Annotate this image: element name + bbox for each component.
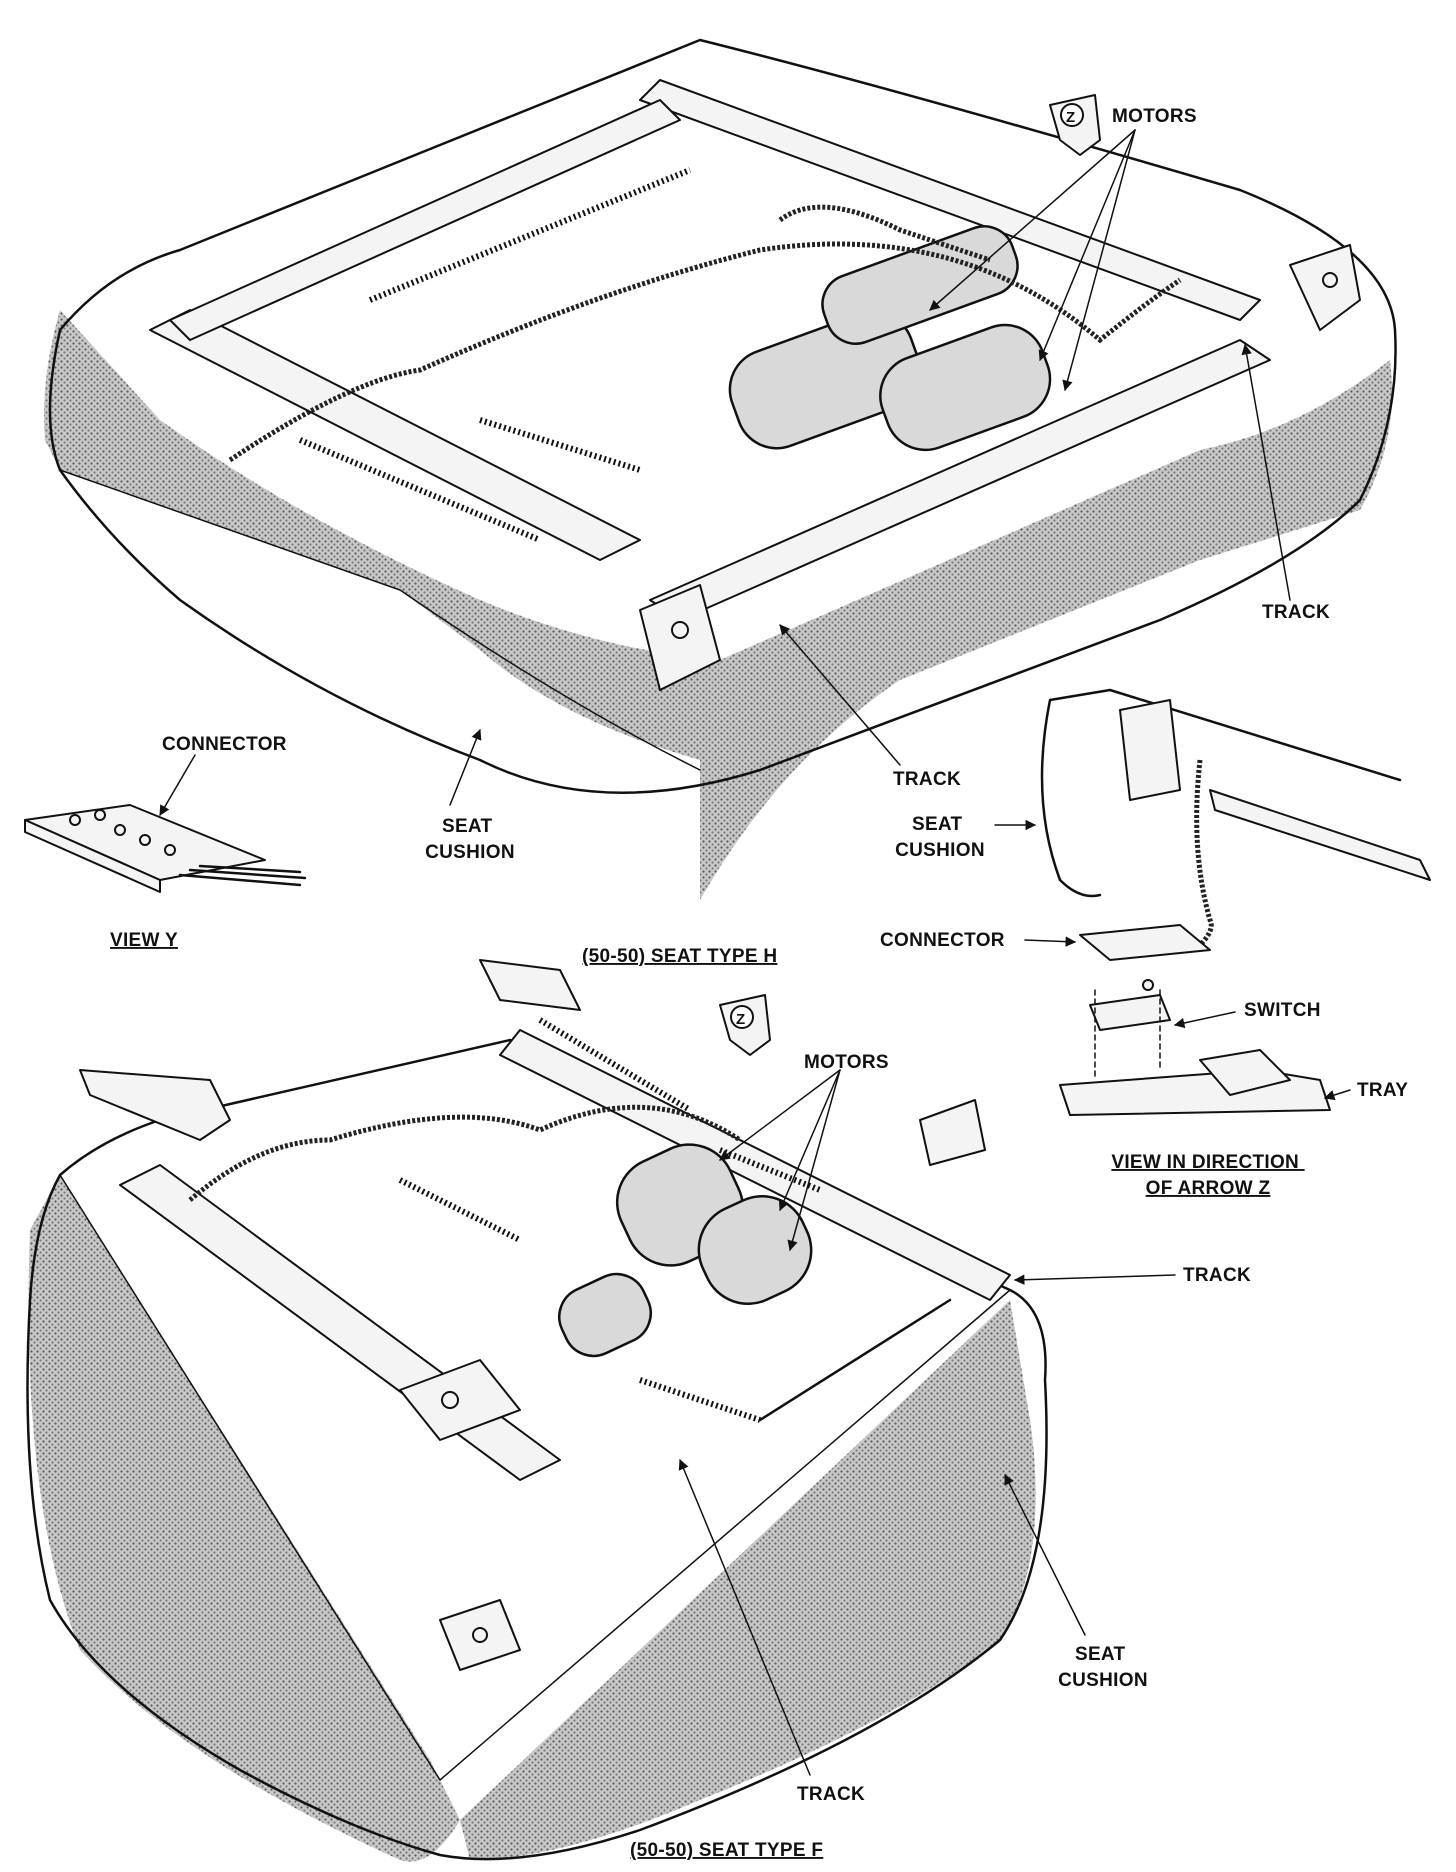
label-seat-cushion-top: SEAT CUSHION bbox=[425, 816, 515, 863]
seat-cushion-bottom-shading bbox=[28, 1175, 461, 1862]
diagram-captions: VIEW Y (50-50) SEAT TYPE H VIEW IN DIREC… bbox=[110, 930, 1304, 1861]
seat-cushion-side-view bbox=[1040, 688, 1402, 898]
seat-cushion-top-shading bbox=[44, 310, 1392, 900]
label-track-bottom-right: TRACK bbox=[1183, 1265, 1251, 1286]
view-arrow-z-illustration bbox=[1040, 688, 1431, 1116]
seat-type-f-illustration bbox=[26, 959, 1048, 1862]
caption-seat-type-f: (50-50) SEAT TYPE F bbox=[630, 1840, 823, 1861]
motors-bottom-group bbox=[558, 1143, 813, 1358]
label-connector-right: CONNECTOR bbox=[880, 930, 1005, 951]
caption-view-arrow-z-line1: VIEW IN DIRECTION bbox=[1111, 1152, 1299, 1173]
seat-bracket-top-right bbox=[1289, 244, 1361, 331]
label-motors-bottom: MOTORS bbox=[804, 1052, 889, 1073]
label-track-top-center: TRACK bbox=[893, 769, 961, 790]
motors-top-group bbox=[728, 225, 1052, 452]
label-seat-cushion-right: SEAT CUSHION bbox=[895, 814, 985, 861]
label-seat-cushion-top-line2: CUSHION bbox=[425, 842, 515, 863]
label-seat-cushion-top-line1: SEAT bbox=[442, 816, 493, 837]
svg-text:Z: Z bbox=[1066, 109, 1075, 126]
arrow-z-icon-top: Z bbox=[1049, 94, 1101, 156]
label-track-top-right: TRACK bbox=[1262, 602, 1330, 623]
seat-cushion-top-outline bbox=[48, 38, 1397, 794]
tray-illustration bbox=[1059, 1069, 1331, 1116]
svg-text:Z: Z bbox=[736, 1011, 745, 1028]
seat-frame-rail-back bbox=[639, 79, 1261, 321]
view-y-illustration bbox=[24, 804, 307, 893]
diagram-labels: MOTORS TRACK TRACK CONNECTOR SEAT CUSHIO… bbox=[162, 106, 1408, 1805]
connector-side-view bbox=[1079, 924, 1211, 961]
label-seat-cushion-bottom-line2: CUSHION bbox=[1058, 1670, 1148, 1691]
label-seat-cushion-bottom: SEAT CUSHION bbox=[1058, 1644, 1148, 1691]
wire-harness-bottom bbox=[188, 1104, 742, 1202]
caption-seat-type-h: (50-50) SEAT TYPE H bbox=[582, 946, 777, 967]
caption-view-y: VIEW Y bbox=[110, 930, 178, 951]
caption-view-arrow-z-line2: OF ARROW Z bbox=[1146, 1178, 1271, 1199]
wire-harness-top bbox=[228, 241, 1182, 463]
label-seat-cushion-right-line2: CUSHION bbox=[895, 840, 985, 861]
leader-lines bbox=[159, 129, 1351, 1776]
label-track-bottom: TRACK bbox=[797, 1784, 865, 1805]
label-connector-view-y: CONNECTOR bbox=[162, 734, 287, 755]
caption-view-arrow-z: VIEW IN DIRECTION OF ARROW Z bbox=[1111, 1152, 1304, 1199]
switch-illustration bbox=[1089, 994, 1171, 1031]
label-switch: SWITCH bbox=[1244, 1000, 1321, 1021]
seat-type-h-illustration bbox=[44, 38, 1397, 900]
label-seat-cushion-bottom-line1: SEAT bbox=[1075, 1644, 1126, 1665]
label-seat-cushion-right-line1: SEAT bbox=[912, 814, 963, 835]
label-tray: TRAY bbox=[1357, 1080, 1408, 1101]
seat-frame-bottom-right-rail bbox=[499, 1029, 1011, 1301]
label-motors-top: MOTORS bbox=[1112, 106, 1197, 127]
arrow-z-icon-bottom: Z bbox=[719, 994, 771, 1056]
